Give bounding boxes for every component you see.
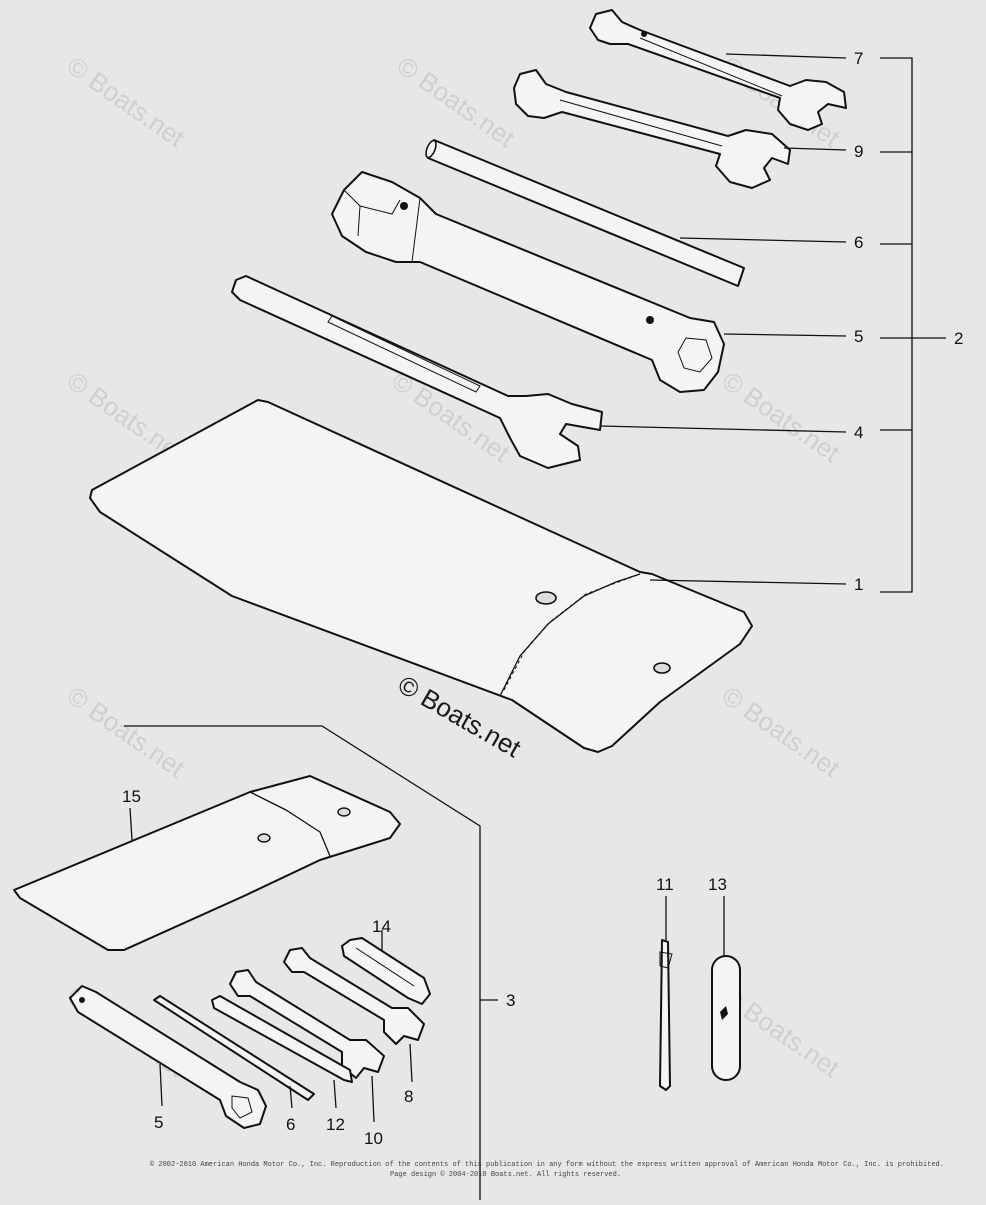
watermark: © Boats.net [392, 50, 521, 153]
leader-lines-upper [599, 53, 946, 593]
part-10-wrench [229, 969, 385, 1123]
callout-1: 1 [854, 575, 863, 594]
part-14-screwdriver-handle [341, 930, 431, 1005]
part-1-tool-bag [89, 399, 753, 753]
callout-9: 9 [854, 142, 863, 161]
callout-15: 15 [122, 787, 141, 806]
part-5-box-wrench [331, 171, 725, 393]
copyright-line-2: Page design © 2004-2010 Boats.net. All r… [390, 1170, 621, 1179]
part-15-tool-bag [13, 775, 401, 951]
callout-6-bottom: 6 [286, 1115, 295, 1134]
callout-5-bottom: 5 [154, 1113, 163, 1132]
part-7-wrench [589, 9, 847, 131]
callout-7: 7 [854, 49, 863, 68]
callout-3: 3 [506, 991, 515, 1010]
leader-group-3 [124, 725, 481, 1200]
part-11-screwdriver [659, 896, 673, 1091]
part-6-rod-small [153, 995, 315, 1109]
callout-12: 12 [326, 1115, 345, 1134]
callout-6: 6 [854, 233, 863, 252]
copyright-line-1: © 2002-2010 American Honda Motor Co., In… [150, 1160, 944, 1169]
part-4-lever-wrench [231, 275, 603, 469]
callout-5: 5 [854, 327, 863, 346]
callout-4: 4 [854, 423, 863, 442]
watermark: © Boats.net [62, 50, 191, 153]
callout-11: 11 [656, 875, 674, 894]
callout-14: 14 [372, 917, 391, 936]
callout-8: 8 [404, 1087, 413, 1106]
watermark: © Boats.net [717, 680, 846, 783]
callout-2: 2 [954, 329, 963, 348]
part-9-wrench [513, 69, 791, 189]
callout-13: 13 [708, 875, 727, 894]
watermark: © Boats.net [62, 680, 191, 783]
part-8-wrench [283, 947, 425, 1083]
part-6-rod [425, 139, 745, 287]
part-5-box-wrench-small [69, 985, 267, 1129]
part-13-grip [711, 896, 741, 1081]
callout-10: 10 [364, 1129, 383, 1148]
watermark: © Boats.net [717, 365, 846, 468]
part-12-screwdriver [211, 995, 353, 1109]
